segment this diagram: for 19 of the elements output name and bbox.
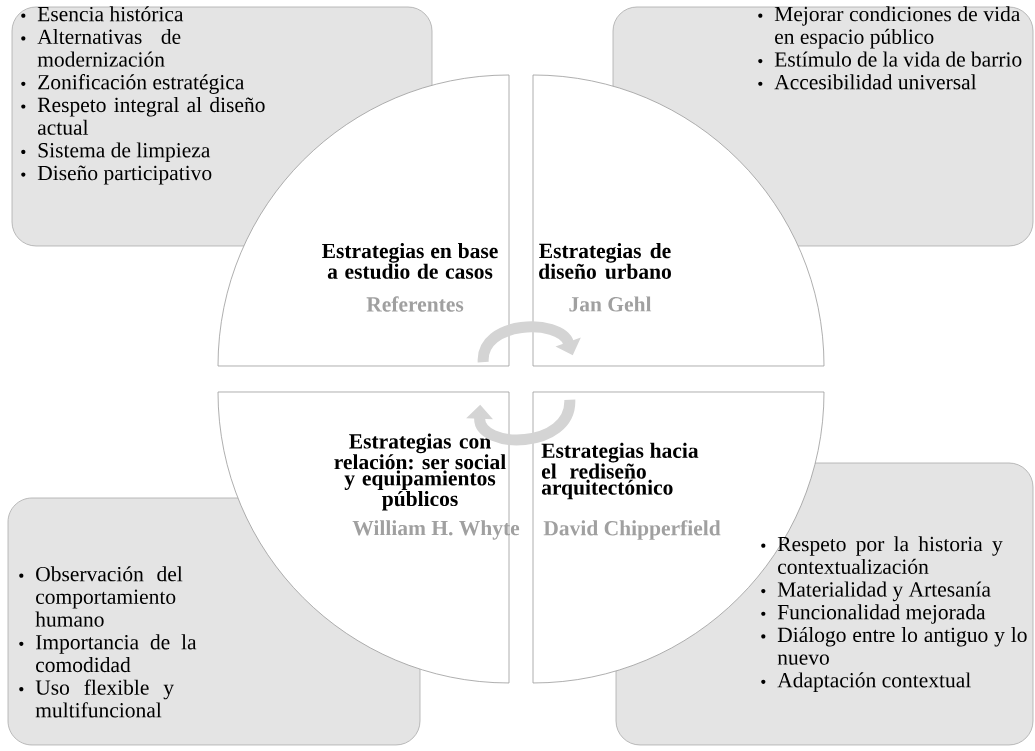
heading: Estrategias hacia el rediseño arquitectónico [541,442,699,500]
node-label: Funcionalidad mejorada [777,604,986,624]
node-label: Materialidad y Artesanía [777,581,991,602]
heading: Estrategias en base a estudio de casos [322,243,498,279]
author-name: Referentes [366,296,464,312]
node-label: Diálogo entre lo antiguo y lo nuevo [777,626,1027,665]
bullet-list: Respeto por la historia y contextualización Materialidad y Artesanía Funcionalidad mejorada Diálogo entre lo antiguo y lo nuevo Adaptación contextual [761,536,1027,692]
node-label: Respeto por la historia y contextualización [777,536,1003,575]
bullet-list: Observación del comportamiento humano Importancia de la comodidad Uso flexible y multifuncional [19,566,197,718]
heading: Estrategias con relación: ser social y equipamientos públicos [334,433,506,511]
cycle-arrow [466,399,576,446]
heading: Estrategias de diseño urbano [539,243,671,279]
cycle-arrow [477,321,581,363]
bullet-list: Mejorar condiciones de vida en espacio público Estímulo de la vida de barrio Accesibilidad universal [758,6,1022,90]
node-label: Adaptación contextual [777,672,971,692]
bullet-list: Esencia histórica Alternativas de modernización Zonificación estratégica Respeto integral al diseño actual Sistema de limpieza Diseño participativo [21,6,265,185]
author-name: Jan Gehl [569,296,652,312]
author-name: David Chipperfield [543,520,721,540]
author-name: William H. Whyte [352,520,520,540]
